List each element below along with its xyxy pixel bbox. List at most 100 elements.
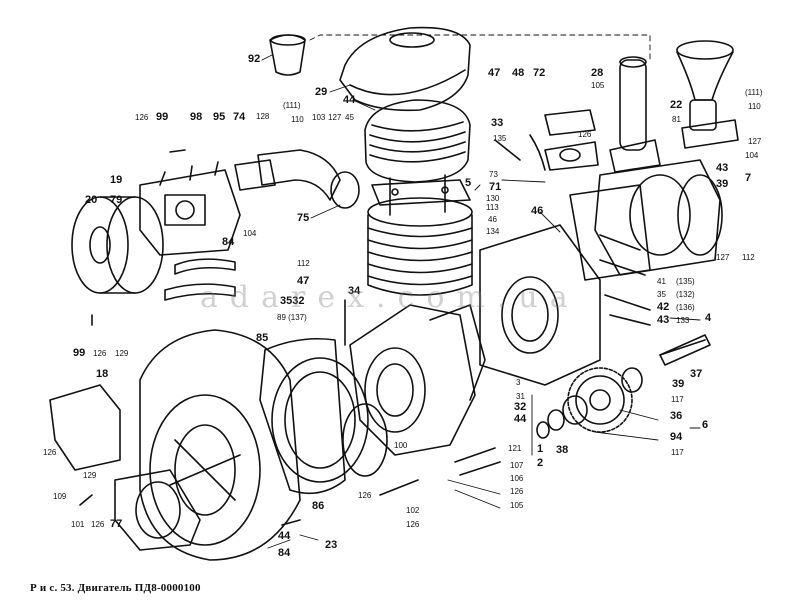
callout-c105a: 105 <box>591 81 605 90</box>
callout-c75: 75 <box>297 212 309 224</box>
callout-c22: 22 <box>670 99 682 111</box>
callout-c107: 107 <box>510 461 524 470</box>
callout-c2: 2 <box>537 457 543 469</box>
callout-c135a: 135 <box>493 134 507 143</box>
callout-c48: 48 <box>512 67 524 79</box>
filter-strap-drawing <box>164 258 236 301</box>
crankcase-main-drawing <box>349 304 486 456</box>
callout-c85: 85 <box>256 332 268 344</box>
callout-c39b: 39 <box>672 378 684 390</box>
callout-c102: 102 <box>406 506 420 515</box>
callout-c129b: 129 <box>83 471 97 480</box>
callout-c92: 92 <box>248 53 260 65</box>
callout-c31: 31 <box>516 392 525 401</box>
callout-c7: 7 <box>745 172 751 184</box>
callout-c44c: 44 <box>278 530 291 542</box>
callout-c101: 101 <box>71 520 85 529</box>
callout-c19: 19 <box>110 174 122 186</box>
air-cleaner-cap-drawing <box>269 34 306 76</box>
callout-c84a: 84 <box>222 236 235 248</box>
callout-c136: (136) <box>676 303 695 312</box>
callout-c129a: 129 <box>115 349 129 358</box>
cowl-top-drawing <box>339 26 471 112</box>
callout-c39a: 39 <box>716 178 728 190</box>
callout-c99b: 99 <box>73 347 85 359</box>
air-filter-drawing <box>71 196 164 294</box>
callout-c4: 4 <box>705 312 712 324</box>
callout-c117a: 117 <box>671 395 684 404</box>
callout-c106: 106 <box>510 474 524 483</box>
callout-c94: 94 <box>670 431 683 443</box>
gear-drawing <box>567 367 633 433</box>
callout-c43b: 43 <box>657 314 669 326</box>
callout-c44a: 44 <box>343 94 356 106</box>
bolts-drawing <box>79 149 501 526</box>
cylinder-drawing <box>367 174 473 296</box>
callout-c126a: 126 <box>135 113 149 122</box>
callout-c33: 33 <box>491 117 503 129</box>
callout-c46a: 46 <box>531 205 543 217</box>
side-cover-drawing <box>569 159 723 281</box>
callout-c84b: 84 <box>278 547 291 559</box>
callout-c126e: 126 <box>43 448 57 457</box>
callout-c29: 29 <box>315 86 327 98</box>
callout-c121: 121 <box>508 444 522 453</box>
callout-c81: 81 <box>672 115 681 124</box>
crankcase-upper-drawing <box>479 224 601 386</box>
callout-c72: 72 <box>533 67 545 79</box>
callout-c42: 42 <box>657 301 669 313</box>
callout-c77: 77 <box>110 518 122 530</box>
callout-c135b: (135) <box>676 277 695 286</box>
fan-shroud-drawing <box>139 329 369 561</box>
exhaust-pipe-drawing <box>609 56 661 173</box>
callout-c37: 37 <box>690 368 702 380</box>
callout-c126f: 126 <box>358 491 372 500</box>
callout-c110b: 110 <box>291 115 304 124</box>
callout-c134: 134 <box>486 227 500 236</box>
callout-c45: 45 <box>345 113 354 122</box>
callout-c130: 130 <box>486 194 500 203</box>
callout-c103: 103 <box>312 113 326 122</box>
callout-c74: 74 <box>233 111 246 123</box>
callout-c41: 41 <box>657 277 666 286</box>
callout-c126c: 126 <box>93 349 107 358</box>
cylinder-head-drawing <box>364 99 471 183</box>
callout-c127c: 127 <box>716 253 730 262</box>
callout-c126b: 126 <box>578 130 592 139</box>
callout-c127b: 127 <box>328 113 342 122</box>
callout-c46b: 46 <box>488 215 497 224</box>
callout-c111b: (111) <box>283 101 301 110</box>
callout-c117b: 117 <box>671 448 684 457</box>
callout-c71: 71 <box>489 181 501 193</box>
callout-c34: 34 <box>348 285 361 297</box>
callout-c35: 35 <box>657 290 666 299</box>
callout-c113: 113 <box>486 203 499 212</box>
callout-c38: 38 <box>556 444 568 456</box>
callout-c23: 23 <box>325 539 337 551</box>
callout-c99a: 99 <box>156 111 168 123</box>
callout-c36: 36 <box>670 410 682 422</box>
callout-c105b: 105 <box>510 501 524 510</box>
callout-c1: 1 <box>537 443 543 455</box>
callout-c100: 100 <box>394 441 408 450</box>
muffler-stack-drawing <box>676 40 739 149</box>
callout-c127a: 127 <box>748 137 762 146</box>
callout-c73: 73 <box>489 170 498 179</box>
callout-c47a: 47 <box>488 67 500 79</box>
callout-c5: 5 <box>465 177 471 189</box>
leader-lines <box>261 34 701 549</box>
intake-elbow-drawing <box>234 149 360 209</box>
callout-c128: 128 <box>256 112 270 121</box>
shaft-drawing <box>659 334 711 366</box>
callout-c110a: 110 <box>748 102 761 111</box>
callout-c43a: 43 <box>716 162 728 174</box>
callout-c44b: 44 <box>514 413 527 425</box>
callout-c47b: 47 <box>297 275 309 287</box>
bearings-drawing <box>536 367 643 439</box>
callout-c32: 32 <box>514 401 526 413</box>
callout-c104a: 104 <box>745 151 759 160</box>
fan-cover-drawing <box>49 384 201 551</box>
callout-c133: 133 <box>676 316 690 325</box>
callout-c20: 20 <box>85 194 97 206</box>
